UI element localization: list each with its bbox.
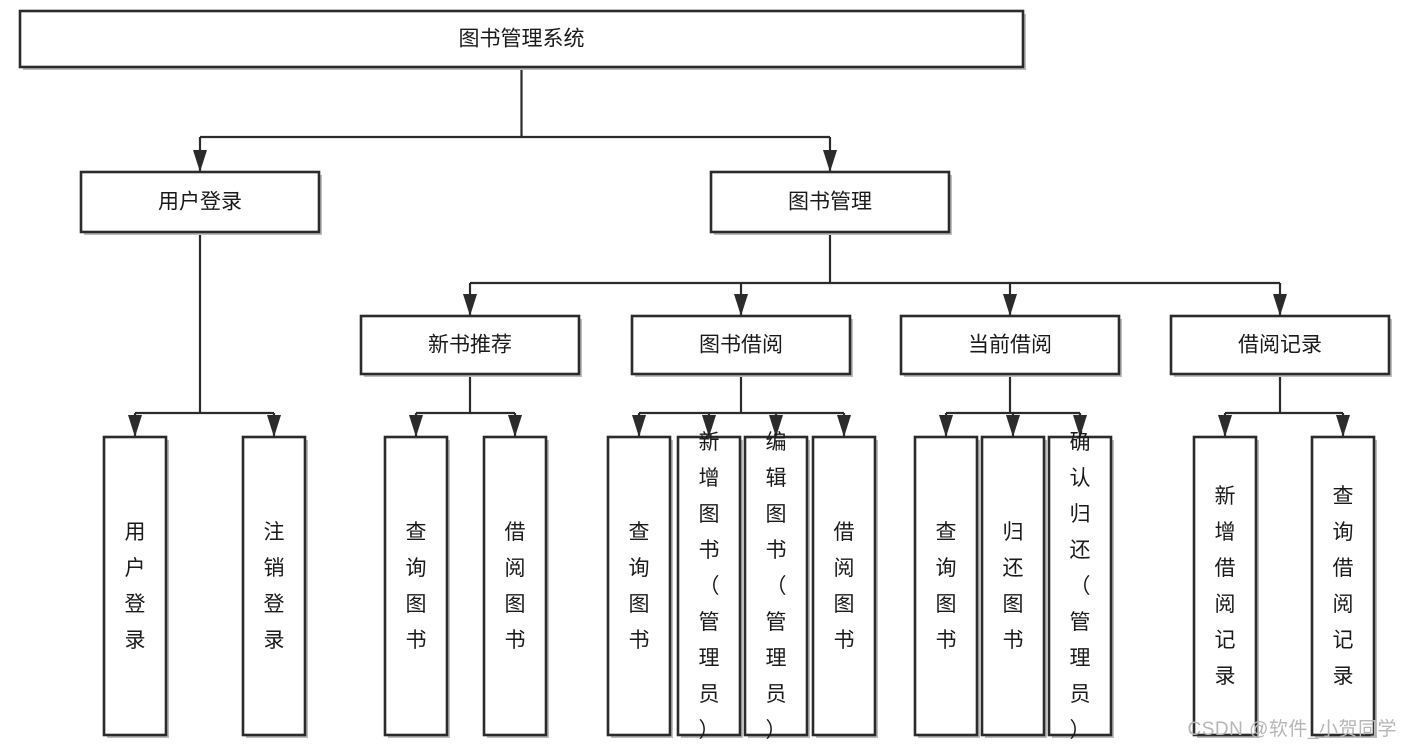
node-rect[interactable] bbox=[1192, 435, 1258, 737]
node-leaf-borrow-book[interactable]: 借阅图书 bbox=[811, 435, 878, 738]
arrow-leaf-logout bbox=[267, 415, 281, 437]
node-label: 图书管理 bbox=[788, 191, 872, 214]
node-leaf-edit-book-admin[interactable]: 编辑图书（管理员） bbox=[743, 431, 810, 742]
node-book-borrow[interactable]: 图书借阅 bbox=[630, 314, 853, 377]
node-rect[interactable] bbox=[482, 435, 548, 737]
arrow-leaf-add-book-admin bbox=[702, 415, 716, 437]
arrow-leaf-rec-borrow-book bbox=[508, 415, 522, 437]
node-leaf-return-book[interactable]: 归还图书 bbox=[980, 435, 1047, 738]
node-rect[interactable] bbox=[980, 435, 1046, 737]
arrow-leaf-return-book bbox=[1006, 415, 1020, 437]
node-label: 图书管理系统 bbox=[459, 28, 585, 51]
node-leaf-add-borrow-record[interactable]: 新增借阅记录 bbox=[1192, 435, 1259, 738]
node-rect[interactable] bbox=[709, 170, 951, 234]
arrow-leaf-borrow-query-book bbox=[632, 415, 646, 437]
node-user-login[interactable]: 用户登录 bbox=[79, 170, 322, 235]
node-label: 查询图书 bbox=[629, 521, 650, 652]
node-rect[interactable] bbox=[79, 170, 321, 234]
node-current-borrow[interactable]: 当前借阅 bbox=[899, 314, 1122, 377]
arrow-book-manage bbox=[823, 150, 837, 172]
node-leaf-rec-borrow-book[interactable]: 借阅图书 bbox=[482, 435, 549, 738]
node-new-book-rec[interactable]: 新书推荐 bbox=[359, 314, 582, 377]
arrow-leaf-rec-query-book bbox=[409, 415, 423, 437]
node-label: 新增借阅记录 bbox=[1215, 485, 1236, 688]
node-rect[interactable] bbox=[102, 435, 168, 737]
node-label: 查询借阅记录 bbox=[1333, 485, 1354, 688]
node-rect[interactable] bbox=[811, 435, 877, 737]
node-rect[interactable] bbox=[630, 314, 852, 376]
node-label: 查询图书 bbox=[406, 521, 427, 652]
node-rect[interactable] bbox=[606, 435, 672, 737]
node-leaf-query-borrow-record[interactable]: 查询借阅记录 bbox=[1310, 435, 1377, 738]
node-rect[interactable] bbox=[1047, 435, 1113, 737]
node-label: 编辑图书（管理员） bbox=[766, 431, 787, 742]
arrow-leaf-edit-book-admin bbox=[769, 415, 783, 437]
arrow-new-book-rec bbox=[463, 294, 477, 316]
node-rect[interactable] bbox=[913, 435, 979, 737]
node-label: 查询图书 bbox=[936, 521, 957, 652]
edges-layer bbox=[128, 67, 1350, 437]
node-borrow-record[interactable]: 借阅记录 bbox=[1169, 314, 1392, 377]
node-leaf-confirm-return-admin[interactable]: 确认归还（管理员） bbox=[1047, 431, 1114, 742]
node-leaf-add-book-admin[interactable]: 新增图书（管理员） bbox=[676, 431, 743, 742]
node-rect[interactable] bbox=[676, 435, 742, 737]
node-label: 图书借阅 bbox=[699, 334, 783, 357]
node-rect[interactable] bbox=[1169, 314, 1391, 376]
node-leaf-cur-query-book[interactable]: 查询图书 bbox=[913, 435, 980, 738]
node-rect[interactable] bbox=[359, 314, 581, 376]
node-rect[interactable] bbox=[383, 435, 449, 737]
node-leaf-user-login[interactable]: 用户登录 bbox=[102, 435, 169, 738]
node-label: 新增图书（管理员） bbox=[699, 431, 720, 742]
node-label: 归还图书 bbox=[1003, 521, 1024, 652]
arrow-leaf-borrow-book bbox=[837, 415, 851, 437]
node-leaf-logout[interactable]: 注销登录 bbox=[241, 435, 308, 738]
arrow-leaf-add-borrow-record bbox=[1218, 415, 1232, 437]
node-rect[interactable] bbox=[743, 435, 809, 737]
arrow-user-login bbox=[193, 150, 207, 172]
arrow-current-borrow bbox=[1003, 294, 1017, 316]
node-label: 确认归还（管理员） bbox=[1070, 431, 1091, 742]
node-label: 借阅图书 bbox=[505, 521, 526, 652]
node-label: 借阅图书 bbox=[834, 521, 855, 652]
watermark-text: CSDN @软件_小贺同学 bbox=[1187, 719, 1397, 740]
arrow-leaf-user-login bbox=[128, 415, 142, 437]
node-label: 新书推荐 bbox=[428, 334, 512, 357]
arrow-leaf-query-borrow-record bbox=[1336, 415, 1350, 437]
arrow-leaf-cur-query-book bbox=[939, 415, 953, 437]
node-label: 用户登录 bbox=[125, 521, 146, 652]
node-root[interactable]: 图书管理系统 bbox=[18, 9, 1026, 70]
node-book-manage[interactable]: 图书管理 bbox=[709, 170, 952, 235]
node-label: 当前借阅 bbox=[968, 334, 1052, 357]
node-label: 借阅记录 bbox=[1238, 334, 1322, 357]
node-rect[interactable] bbox=[1310, 435, 1376, 737]
node-rect[interactable] bbox=[18, 9, 1025, 69]
arrow-book-borrow bbox=[734, 294, 748, 316]
node-rect[interactable] bbox=[241, 435, 307, 737]
node-label: 用户登录 bbox=[158, 191, 242, 214]
node-leaf-borrow-query-book[interactable]: 查询图书 bbox=[606, 435, 673, 738]
node-label: 注销登录 bbox=[264, 521, 285, 652]
nodes-layer: 图书管理系统用户登录图书管理新书推荐图书借阅当前借阅借阅记录用户登录注销登录查询… bbox=[18, 9, 1392, 742]
node-rect[interactable] bbox=[899, 314, 1121, 376]
node-leaf-rec-query-book[interactable]: 查询图书 bbox=[383, 435, 450, 738]
arrow-leaf-confirm-return-admin bbox=[1073, 415, 1087, 437]
arrow-borrow-record bbox=[1273, 294, 1287, 316]
